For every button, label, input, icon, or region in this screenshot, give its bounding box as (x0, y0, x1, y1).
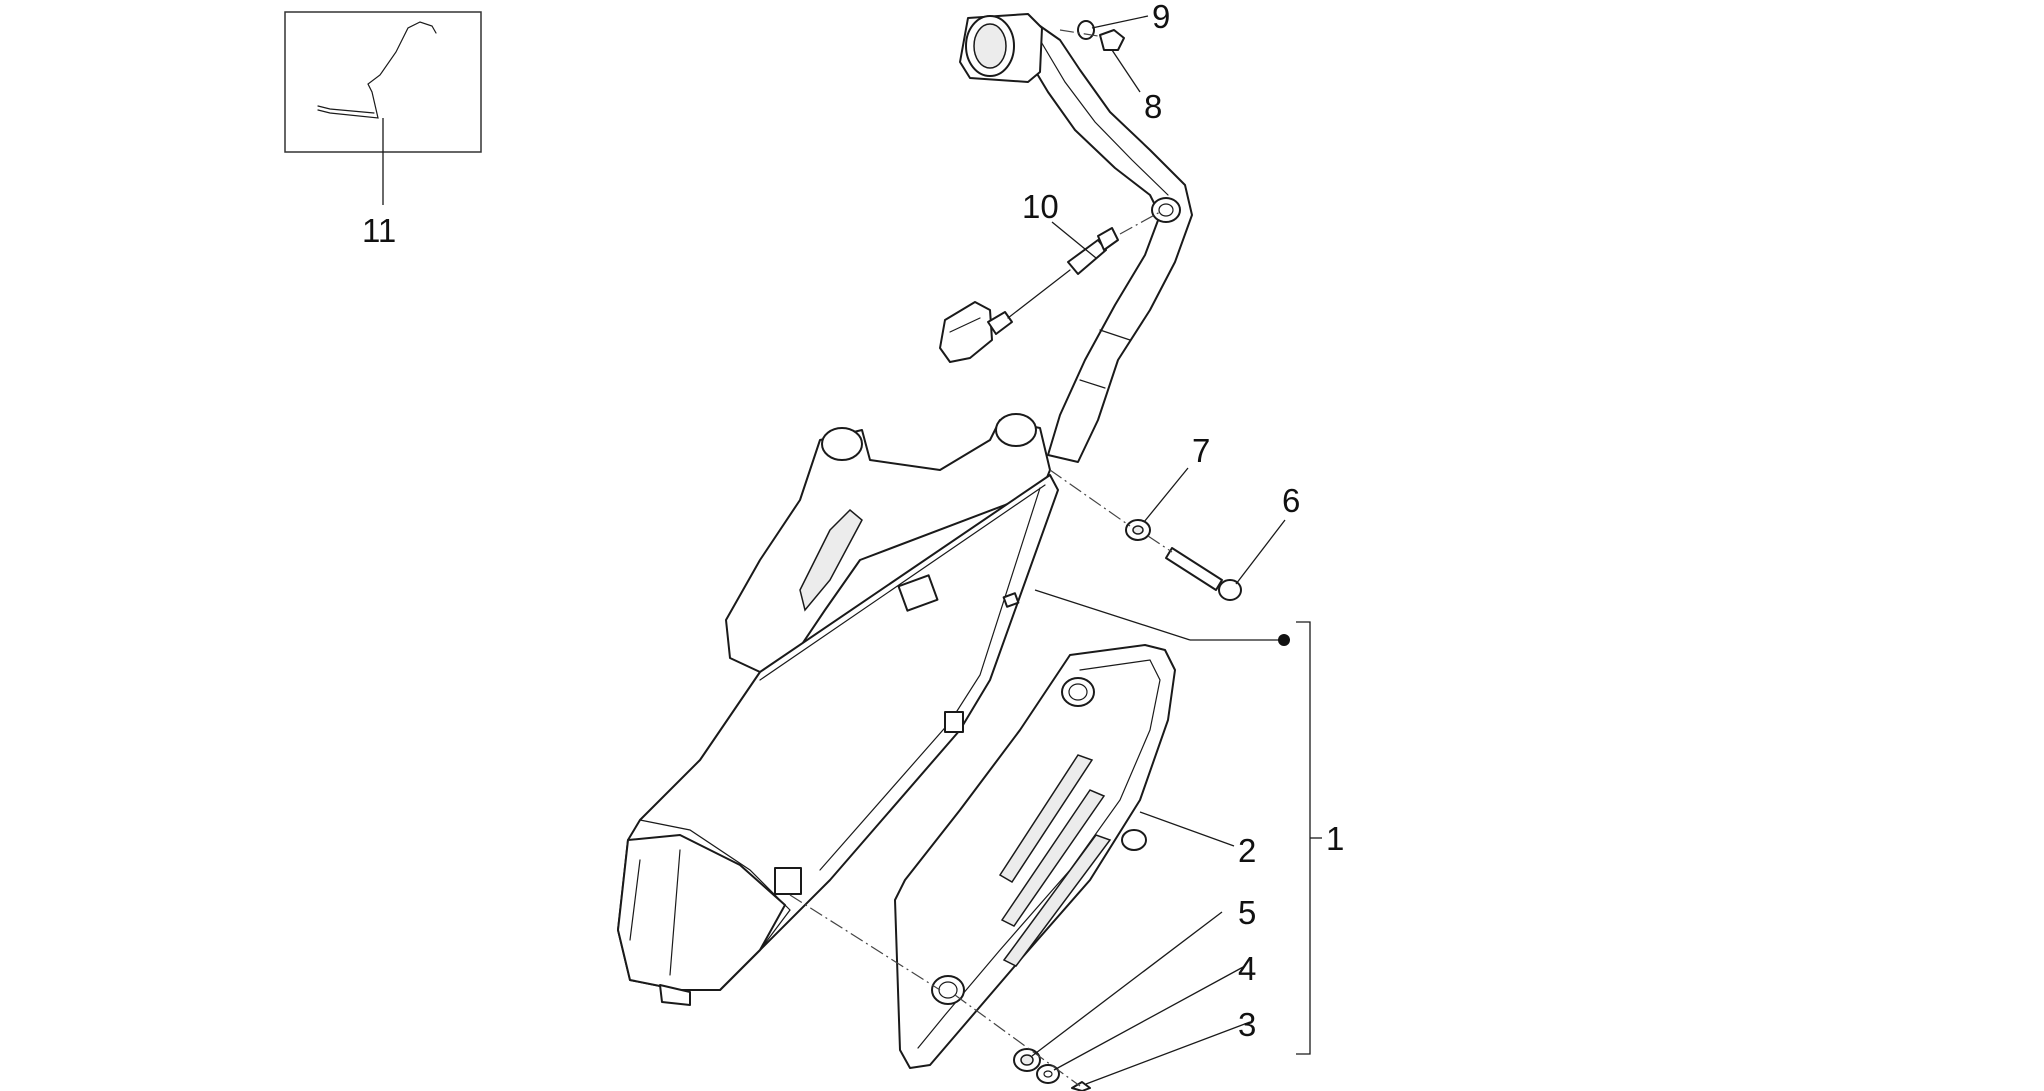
heat-shield (894, 644, 1176, 1069)
callout-5: 5 (1238, 894, 1256, 931)
muffler (617, 413, 1059, 1006)
callout-8: 8 (1144, 88, 1162, 125)
callout-9: 9 (1152, 0, 1170, 35)
callout-7: 7 (1192, 432, 1210, 469)
header-pipe (959, 13, 1193, 463)
assembly-lines (789, 469, 1173, 1087)
callout-3: 3 (1238, 1006, 1256, 1043)
callout-2: 2 (1238, 832, 1256, 869)
assembly-dot-marker (1278, 634, 1290, 646)
lambda-sensor (939, 211, 1161, 363)
hardware (1013, 20, 1242, 1091)
inset-box-cable (284, 11, 482, 205)
callout-4: 4 (1238, 950, 1256, 987)
callout-1: 1 (1326, 820, 1344, 857)
leader-lines (1031, 15, 1322, 1085)
callout-6: 6 (1282, 482, 1300, 519)
callout-10: 10 (1022, 188, 1059, 225)
callout-11: 11 (362, 212, 396, 249)
callouts: 1 2 3 4 5 6 7 8 9 10 11 (362, 0, 1344, 1043)
